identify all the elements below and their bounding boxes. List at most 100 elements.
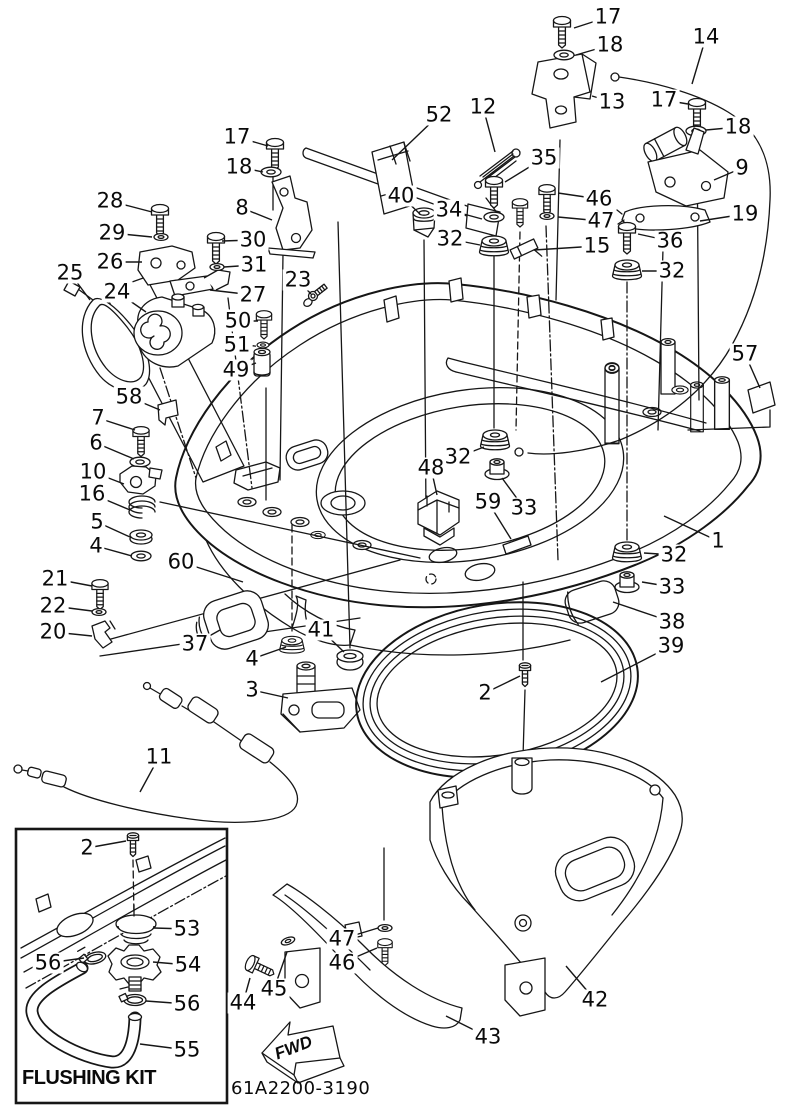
- callout-17: 17: [592, 4, 624, 29]
- callout-32: 32: [442, 444, 474, 469]
- callout-19: 19: [729, 201, 761, 226]
- callout-44: 44: [227, 990, 259, 1015]
- callout-26: 26: [94, 249, 126, 274]
- callout-25: 25: [54, 260, 86, 285]
- callout-48: 48: [415, 455, 447, 480]
- callout-56: 56: [32, 950, 64, 975]
- callout-49: 49: [220, 357, 252, 382]
- callout-24: 24: [101, 279, 133, 304]
- callout-51: 51: [221, 332, 253, 357]
- callout-5: 5: [88, 509, 106, 534]
- callout-55: 55: [171, 1037, 203, 1062]
- fwd-arrow: FWD: [261, 1021, 345, 1084]
- callout-46: 46: [326, 950, 358, 975]
- callout-32: 32: [656, 258, 688, 283]
- callout-58: 58: [113, 384, 145, 409]
- callout-21: 21: [39, 566, 71, 591]
- callout-35: 35: [528, 145, 560, 170]
- callout-45: 45: [258, 976, 290, 1001]
- callout-4: 4: [87, 533, 105, 558]
- callout-8: 8: [233, 195, 251, 220]
- callout-39: 39: [655, 633, 687, 658]
- part-clip-20: [91, 620, 116, 649]
- callout-52: 52: [423, 102, 455, 127]
- part-seal-37: [195, 590, 270, 650]
- part-nut-54: [107, 944, 162, 992]
- callout-9: 9: [733, 155, 751, 180]
- part-bracket-48: [417, 490, 460, 546]
- callout-28: 28: [94, 188, 126, 213]
- flushing-kit-inset: [14, 827, 229, 1105]
- callout-7: 7: [89, 405, 107, 430]
- callout-37: 37: [179, 631, 211, 656]
- callout-53: 53: [171, 916, 203, 941]
- callout-50: 50: [222, 308, 254, 333]
- callout-32: 32: [658, 542, 690, 567]
- callout-56: 56: [171, 991, 203, 1016]
- callout-43: 43: [472, 1024, 504, 1049]
- part-bracket-8: [267, 175, 316, 259]
- callout-47: 47: [326, 926, 358, 951]
- callout-36: 36: [654, 228, 686, 253]
- callout-16: 16: [76, 481, 108, 506]
- part-bracket-9: [643, 126, 729, 207]
- callout-47: 47: [585, 208, 617, 233]
- callout-38: 38: [656, 609, 688, 634]
- part-clip-15: [509, 238, 543, 260]
- part-apron-43: [272, 883, 463, 1029]
- part-label-57: [747, 381, 776, 414]
- part-starter-motor-24: [133, 293, 216, 368]
- callout-12: 12: [467, 94, 499, 119]
- part-bracket-13: [531, 53, 597, 129]
- part-bracket-26: [137, 245, 196, 286]
- part-plate-19: [616, 205, 711, 231]
- part-spring-12: [473, 148, 521, 190]
- callout-33: 33: [508, 495, 540, 520]
- callout-40: 40: [385, 183, 417, 208]
- flushing-kit-title: FLUSHING KIT: [22, 1067, 157, 1089]
- callout-30: 30: [237, 227, 269, 252]
- part-clamp-10: [119, 465, 163, 495]
- part-hose-55: [25, 961, 143, 1069]
- callout-34: 34: [433, 197, 465, 222]
- callout-10: 10: [77, 459, 109, 484]
- callout-17: 17: [648, 87, 680, 112]
- part-cable-tie-25: [63, 280, 151, 392]
- callout-17: 17: [221, 124, 253, 149]
- callout-11: 11: [143, 744, 175, 769]
- callout-57: 57: [729, 341, 761, 366]
- callout-33: 33: [656, 574, 688, 599]
- callout-32: 32: [434, 226, 466, 251]
- callout-18: 18: [722, 114, 754, 139]
- part-cap-41: [336, 649, 364, 671]
- callout-18: 18: [223, 154, 255, 179]
- callout-60: 60: [165, 549, 197, 574]
- callout-15: 15: [581, 233, 613, 258]
- callout-54: 54: [172, 952, 204, 977]
- part-bracket-3: [280, 661, 361, 733]
- callout-42: 42: [579, 987, 611, 1012]
- part-number-text: 61A2200-3190: [231, 1078, 371, 1099]
- callout-2: 2: [78, 835, 96, 860]
- callout-31: 31: [238, 252, 270, 277]
- callout-23: 23: [282, 267, 314, 292]
- throttle-cable-11: [13, 681, 299, 823]
- part-clip-58: [157, 399, 179, 426]
- callout-3: 3: [243, 677, 261, 702]
- callout-2: 2: [476, 680, 494, 705]
- callout-20: 20: [37, 619, 69, 644]
- callout-14: 14: [690, 24, 722, 49]
- callout-4: 4: [243, 646, 261, 671]
- part-seal-38: [564, 580, 620, 625]
- part-plate-59: [502, 535, 532, 555]
- callout-1: 1: [709, 528, 727, 553]
- callout-29: 29: [96, 220, 128, 245]
- part-apron-42: [429, 747, 683, 1017]
- callout-18: 18: [594, 32, 626, 57]
- callout-6: 6: [87, 430, 105, 455]
- part-plate-27: [169, 269, 231, 297]
- callout-41: 41: [305, 617, 337, 642]
- callout-46: 46: [583, 186, 615, 211]
